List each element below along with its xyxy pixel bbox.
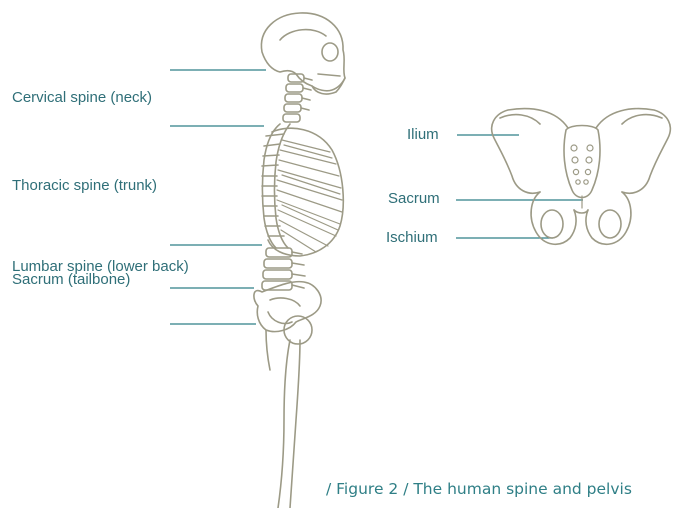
label-sacrum-pelvis: Sacrum: [388, 190, 440, 208]
label-ilium: Ilium: [407, 126, 439, 144]
label-ischium: Ischium: [386, 229, 438, 247]
thoracic-vertebrae: [262, 124, 290, 248]
eye-socket: [322, 43, 338, 61]
figure-caption: / Figure 2 / The human spine and pelvis: [326, 480, 632, 498]
label-cervical-spine: Cervical spine (neck): [12, 89, 152, 107]
femur: [278, 340, 290, 508]
pelvis-front-view: [492, 109, 671, 245]
ilium-left: [492, 109, 568, 194]
ribs: [277, 140, 342, 252]
ischium-right: [586, 192, 631, 244]
cervical-vertebrae: [283, 74, 312, 122]
label-sacrum-tailbone: Sacrum (tailbone): [12, 271, 130, 289]
ilium-right: [596, 109, 670, 194]
sacrum-bone: [564, 126, 600, 198]
skeleton-side-view: [254, 13, 345, 508]
label-thoracic-spine: Thoracic spine (trunk): [12, 177, 157, 195]
sacral-foramina: [571, 145, 593, 208]
jaw: [312, 78, 345, 94]
